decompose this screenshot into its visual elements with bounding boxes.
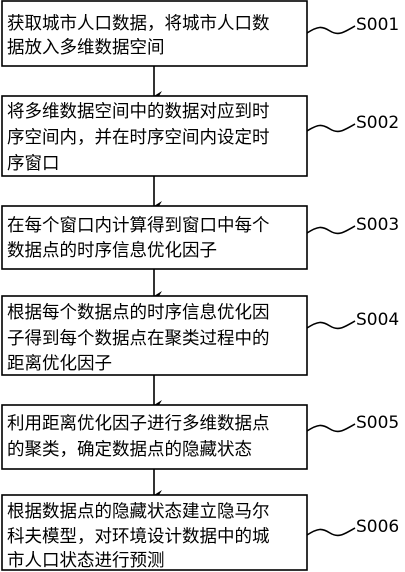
step-4-box [1,295,308,376]
step-6: 根据数据点的隐藏状态建立隐马尔 科夫模型，对环境设计数据中的城 市人口状态进行预… [1,494,399,571]
step-6-leader [306,527,356,537]
step-2-leader [306,123,356,133]
step-3-text: 在每个窗口内计算得到窗口中每个 数据点的时序信息优化因子 [7,216,275,261]
step-3: 在每个窗口内计算得到窗口中每个 数据点的时序信息优化因子 S003 [1,205,399,270]
step-2-text: 将多维数据空间中的数据对应到时 序空间内，并在时序空间内设定时 序窗口 [7,102,275,174]
step-1-box [1,0,308,67]
step-5-box [1,404,308,470]
step-4-leader [306,320,356,330]
step-1-leader [306,25,356,35]
step-6-box [1,494,308,571]
step-2: 将多维数据空间中的数据对应到时 序空间内，并在时序空间内设定时 序窗口 S002 [1,95,399,177]
step-2-label: S002 [356,113,399,133]
step-6-text: 根据数据点的隐藏状态建立隐马尔 科夫模型，对环境设计数据中的城 市人口状态进行预… [7,502,275,571]
step-5-label: S005 [356,413,399,433]
step-5: 利用距离优化因子进行多维数据点 的聚类，确定数据点的隐藏状态 S005 [1,404,399,470]
step-1-label: S001 [356,15,399,35]
step-3-box [1,205,308,270]
step-5-text: 利用距离优化因子进行多维数据点 的聚类，确定数据点的隐藏状态 [7,414,275,460]
step-2-box [1,95,308,177]
step-4: 根据每个数据点的时序信息优化因 子得到每个数据点在聚类过程中的 距离优化因子 S… [1,295,399,376]
step-1: 获取城市人口数据，将城市人口数 据放入多维数据空间 S001 [1,0,399,67]
step-6-label: S006 [356,517,399,537]
step-5-leader [306,423,356,433]
step-3-label: S003 [356,215,399,235]
step-4-label: S004 [356,310,399,330]
step-1-text: 获取城市人口数据，将城市人口数 据放入多维数据空间 [7,14,275,58]
step-4-text: 根据每个数据点的时序信息优化因 子得到每个数据点在聚类过程中的 距离优化因子 [7,303,275,374]
step-3-leader [306,225,356,235]
